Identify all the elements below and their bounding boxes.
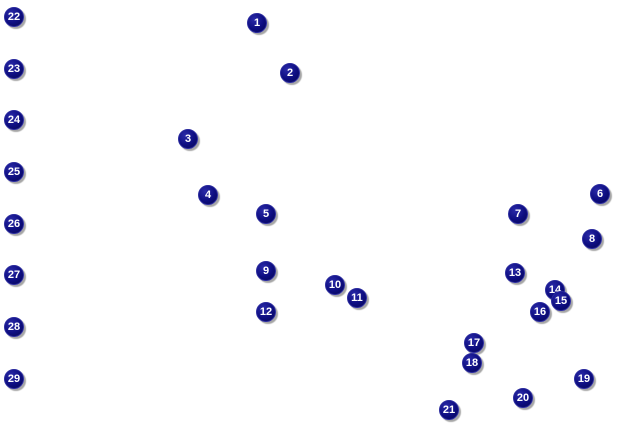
marker-21[interactable]: 21 [439, 400, 459, 420]
marker-label: 10 [328, 278, 342, 291]
marker-label: 25 [7, 165, 21, 178]
marker-label: 5 [262, 207, 270, 220]
marker-18[interactable]: 18 [462, 353, 482, 373]
marker-label: 20 [516, 391, 530, 404]
marker-27[interactable]: 27 [4, 265, 24, 285]
marker-28[interactable]: 28 [4, 317, 24, 337]
marker-label: 27 [7, 268, 21, 281]
marker-5[interactable]: 5 [256, 204, 276, 224]
marker-13[interactable]: 13 [505, 263, 525, 283]
marker-label: 8 [588, 232, 596, 245]
marker-23[interactable]: 23 [4, 59, 24, 79]
marker-label: 23 [7, 62, 21, 75]
marker-10[interactable]: 10 [325, 275, 345, 295]
marker-label: 1 [253, 16, 261, 29]
marker-label: 28 [7, 320, 21, 333]
marker-label: 4 [204, 188, 212, 201]
marker-label: 26 [7, 217, 21, 230]
marker-label: 11 [351, 291, 363, 304]
marker-22[interactable]: 22 [4, 7, 24, 27]
marker-label: 14 [548, 283, 562, 296]
marker-16[interactable]: 16 [530, 302, 550, 322]
marker-15[interactable]: 15 [551, 291, 571, 311]
marker-label: 2 [286, 66, 294, 79]
marker-19[interactable]: 19 [574, 369, 594, 389]
marker-29[interactable]: 29 [4, 369, 24, 389]
marker-label: 19 [577, 372, 591, 385]
marker-label: 9 [262, 264, 270, 277]
marker-label: 24 [7, 113, 21, 126]
marker-6[interactable]: 6 [590, 184, 610, 204]
marker-26[interactable]: 26 [4, 214, 24, 234]
marker-label: 15 [554, 294, 568, 307]
marker-11[interactable]: 11 [347, 288, 367, 308]
marker-3[interactable]: 3 [178, 129, 198, 149]
marker-label: 16 [533, 305, 547, 318]
marker-label: 6 [596, 187, 604, 200]
marker-7[interactable]: 7 [508, 204, 528, 224]
marker-2[interactable]: 2 [280, 63, 300, 83]
marker-label: 21 [442, 403, 456, 416]
marker-17[interactable]: 17 [464, 333, 484, 353]
marker-12[interactable]: 12 [256, 302, 276, 322]
marker-label: 13 [508, 266, 522, 279]
marker-label: 7 [514, 207, 522, 220]
marker-20[interactable]: 20 [513, 388, 533, 408]
marker-label: 22 [7, 10, 21, 23]
marker-label: 17 [467, 336, 481, 349]
marker-label: 18 [465, 356, 479, 369]
marker-24[interactable]: 24 [4, 110, 24, 130]
marker-1[interactable]: 1 [247, 13, 267, 33]
marker-9[interactable]: 9 [256, 261, 276, 281]
marker-25[interactable]: 25 [4, 162, 24, 182]
marker-label: 3 [184, 132, 192, 145]
marker-4[interactable]: 4 [198, 185, 218, 205]
marker-label: 12 [259, 305, 273, 318]
marker-8[interactable]: 8 [582, 229, 602, 249]
marker-label: 29 [7, 372, 21, 385]
